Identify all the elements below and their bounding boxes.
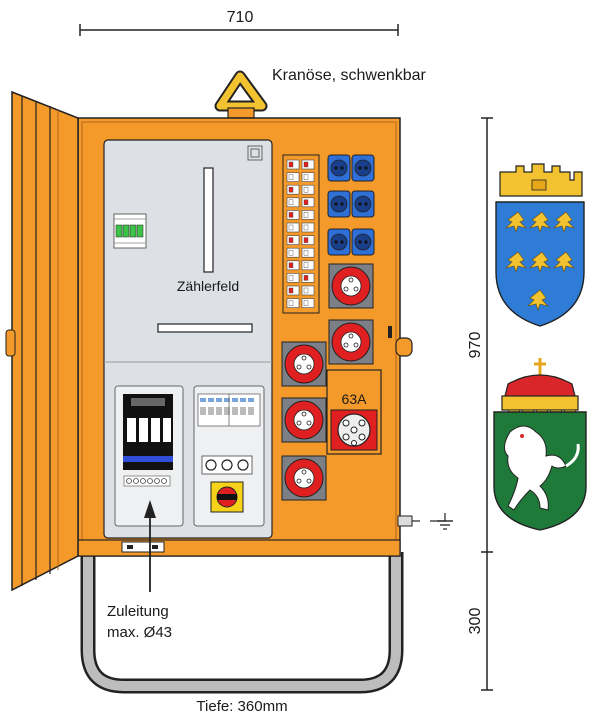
schuko-socket	[327, 154, 351, 182]
fuse-pair	[286, 197, 315, 208]
fuse-pair	[286, 273, 315, 283]
cee-socket	[328, 319, 374, 365]
crane-eye-icon	[214, 70, 268, 119]
fuse-pair	[286, 172, 315, 182]
fuse-pair	[286, 184, 315, 195]
supply-line-label-2: max. Ø43	[107, 624, 172, 641]
fuse-pair	[286, 210, 315, 220]
cee-socket	[281, 397, 327, 443]
fuse-pair	[286, 298, 315, 308]
fuse-pair	[286, 222, 315, 233]
meter-fuse-group	[113, 213, 147, 249]
schuko-socket	[351, 190, 375, 218]
supply-line-label-1: Zuleitung	[107, 603, 169, 620]
fuse-pair	[286, 260, 315, 271]
height-dimension: 970	[467, 117, 493, 553]
schuko-socket-group	[327, 154, 375, 256]
cee-socket-group	[281, 263, 374, 501]
meter-panel: Zählerfeld	[103, 139, 273, 539]
cee-socket	[281, 455, 327, 501]
width-dimension: 710	[79, 9, 399, 36]
cabinet-door	[5, 90, 79, 592]
cee-63a-label: 63A	[342, 391, 368, 407]
fuse-rows	[286, 159, 315, 308]
supply-line-arrow	[144, 500, 156, 592]
meter-field-label: Zählerfeld	[177, 278, 239, 294]
main-switch-module	[114, 385, 184, 527]
cee-socket	[281, 341, 327, 387]
fuse-pair	[286, 159, 315, 170]
styria-coat-of-arms-icon	[493, 358, 587, 531]
height-label: 970	[467, 332, 484, 359]
stand-frame	[80, 552, 404, 694]
fuse-pair	[286, 235, 315, 245]
schuko-socket	[351, 154, 375, 182]
schuko-socket	[351, 228, 375, 256]
depth-label: Tiefe: 360mm	[196, 698, 287, 715]
rcd-breaker-module	[193, 385, 265, 527]
lower-austria-coat-of-arms-icon	[495, 163, 585, 327]
ground-symbol-icon	[430, 513, 453, 530]
schuko-socket	[327, 228, 351, 256]
fuse-pair	[286, 247, 315, 258]
cee-socket	[328, 263, 374, 309]
width-label: 710	[227, 9, 254, 26]
stand-height-label: 300	[467, 608, 484, 635]
schuko-socket	[327, 190, 351, 218]
fuse-pair	[286, 285, 315, 296]
stand-height-dimension: 300	[467, 552, 493, 691]
cee-63a-socket: 63A	[326, 369, 382, 455]
crane-eye-label: Kranöse, schwenkbar	[272, 67, 427, 84]
